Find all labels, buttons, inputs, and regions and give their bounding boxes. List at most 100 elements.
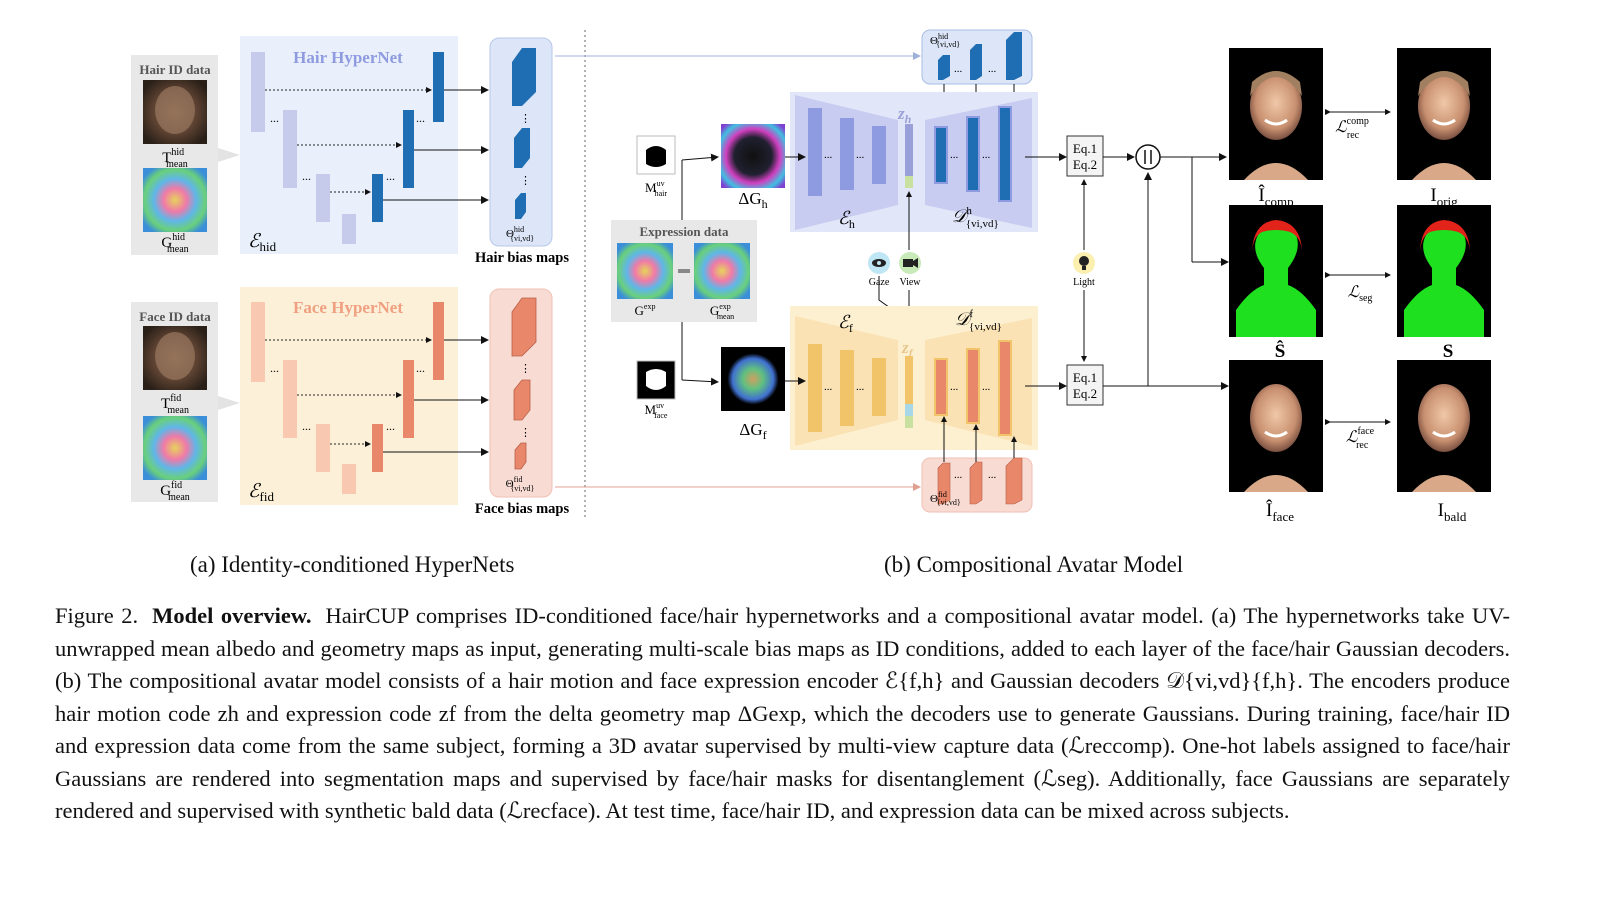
hair-hypernet-layer: [342, 214, 356, 244]
hair-encoder-layer: [872, 126, 886, 184]
svg-text:...: ...: [950, 381, 959, 393]
hair-decoder-layer: [1000, 108, 1010, 200]
face-hypernet-layer: [316, 424, 330, 472]
expression-mean-geometry-image: [694, 243, 750, 299]
expression-geometry-image: [617, 243, 673, 299]
figure-number: Figure 2.: [55, 603, 139, 628]
svg-text:...: ...: [982, 381, 991, 393]
hair-mean-geometry-image: [143, 168, 207, 232]
face-hypernet-title: Face HyperNet: [293, 298, 403, 317]
hair-hypernet-layer: [316, 174, 330, 222]
face-hypernet-output-layer: [433, 302, 444, 380]
hair-id-title: Hair ID data: [139, 62, 211, 77]
svg-text:Eq.2: Eq.2: [1073, 386, 1097, 401]
svg-text:...: ...: [824, 381, 833, 393]
svg-text:⋮: ⋮: [520, 175, 531, 187]
svg-text:...: ...: [416, 111, 425, 125]
svg-text:...: ...: [386, 419, 395, 433]
light-label: Light: [1073, 277, 1095, 288]
caption-body: HairCUP comprises ID-conditioned face/ha…: [55, 603, 1510, 823]
concat-operator: [1135, 144, 1161, 170]
hair-bias-maps-label: Hair bias maps: [475, 250, 569, 266]
hair-hypernet-layer: [251, 52, 265, 132]
face-mean-geometry-image: [143, 416, 207, 480]
hair-encoder-layer: [840, 118, 854, 190]
predicted-segmentation-label: Ŝ: [1275, 340, 1286, 362]
face-bias-maps-label: Face bias maps: [475, 501, 570, 517]
face-bias-map: [514, 442, 527, 470]
face-encoder-layer: [840, 350, 854, 426]
segmentation-mask-label: S: [1443, 341, 1454, 362]
svg-text:...: ...: [302, 419, 311, 433]
hair-hypernet-layer: [283, 110, 297, 188]
svg-text:...: ...: [270, 361, 279, 375]
face-latent-code: [905, 356, 913, 428]
svg-text:Eq.1: Eq.1: [1073, 141, 1097, 156]
face-id-title: Face ID data: [139, 309, 211, 324]
face-decoder-layer: [1000, 342, 1010, 434]
face-delta-geometry-label: ΔGf: [739, 420, 766, 442]
expression-data-title: Expression data: [640, 224, 729, 239]
hair-decoder-symbol: 𝒟h{vi,vd}: [952, 205, 999, 230]
hair-bias-map: [514, 128, 530, 168]
hair-uv-mask: [636, 135, 676, 175]
svg-text:Eq.2: Eq.2: [1073, 157, 1097, 172]
hair-delta-geometry-label: ΔGh: [738, 189, 767, 211]
svg-text:⋮: ⋮: [520, 113, 531, 125]
subcaption-b: (b) Compositional Avatar Model: [884, 552, 1184, 577]
svg-text:...: ...: [270, 111, 279, 125]
hair-decoder-layer: [968, 118, 978, 190]
view-label: View: [899, 277, 921, 288]
face-hypernet-layer: [251, 302, 265, 382]
svg-text:...: ...: [954, 469, 963, 481]
compositional-avatar-section: Θhid{vi,vd} ... ... ... ... zh ... ... ℰ…: [611, 29, 1491, 524]
face-encoder-layer: [808, 344, 822, 432]
face-render-label: Îface: [1266, 499, 1294, 524]
face-hypernet-layer: [283, 360, 297, 438]
hair-encoder-layer: [808, 108, 822, 196]
face-delta-geometry-image: [721, 347, 785, 411]
loss-seg: ℒseg: [1348, 284, 1373, 304]
hair-delta-geometry-image: [721, 124, 785, 188]
face-bias-map: [513, 379, 531, 421]
subcaption-a: (a) Identity-conditioned HyperNets: [190, 552, 515, 577]
svg-text:...: ...: [954, 63, 963, 75]
svg-text:...: ...: [856, 381, 865, 393]
eq-box-face: [1066, 364, 1104, 406]
hair-hypernet-output-layer: [403, 110, 414, 188]
hair-bias-map: [512, 48, 536, 106]
svg-text:...: ...: [988, 469, 997, 481]
hair-hypernet-output-layer: [433, 52, 444, 122]
hair-hypernet-output-layer: [372, 174, 383, 222]
face-encoder-layer: [872, 358, 886, 416]
eq-box-hair: [1066, 135, 1104, 177]
caption-title: Model overview.: [152, 603, 312, 628]
face-hypernet-layer: [342, 464, 356, 494]
hair-latent-code: [905, 124, 913, 188]
svg-text:...: ...: [856, 149, 865, 161]
svg-text:⋮: ⋮: [520, 363, 531, 375]
hair-hypernet-title: Hair HyperNet: [293, 48, 403, 67]
hair-decoder-layer: [936, 128, 946, 182]
figure-caption: Figure 2. Model overview.HairCUP comprise…: [55, 600, 1510, 828]
svg-text:...: ...: [950, 149, 959, 161]
svg-text:...: ...: [386, 169, 395, 183]
svg-text:...: ...: [988, 63, 997, 75]
face-bias-map: [511, 297, 537, 357]
svg-text:...: ...: [416, 361, 425, 375]
face-decoder-layer: [936, 360, 946, 414]
face-decoder-layer: [968, 350, 978, 422]
face-hypernet-output-layer: [403, 360, 414, 438]
svg-text:...: ...: [982, 149, 991, 161]
bald-image-label: Ibald: [1438, 500, 1467, 524]
svg-text:...: ...: [824, 149, 833, 161]
